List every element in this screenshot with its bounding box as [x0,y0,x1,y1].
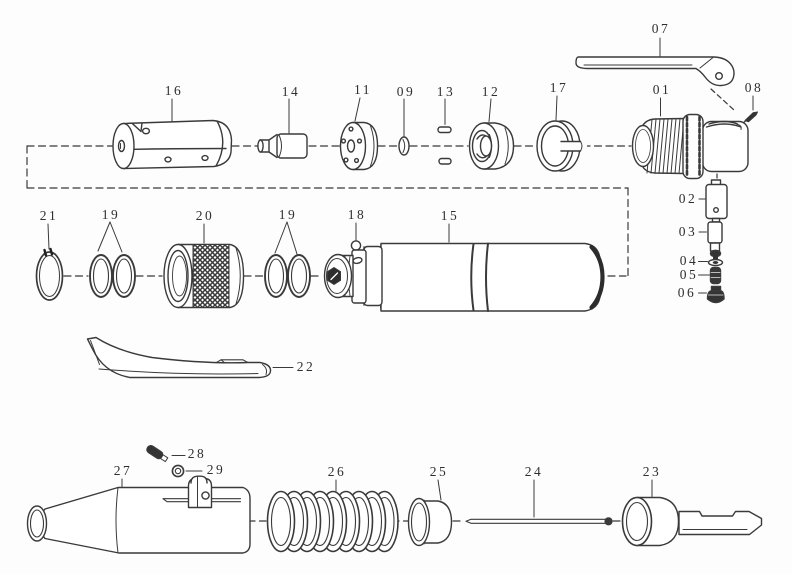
callout-19-front-label: 19 [102,207,121,222]
callout-24-label: 24 [525,464,544,479]
part-23 [621,496,763,547]
callout-19-rear-label: 19 [279,207,298,222]
callout-13-label: 13 [437,84,456,99]
callout-21-label: 21 [40,208,59,223]
callout-17-label: 17 [550,80,569,95]
lever-bracket [187,475,213,509]
callout-03-label: 03 [679,224,698,239]
callout-leader-lines [47,37,754,518]
part-03 [707,221,723,259]
callout-25-label: 25 [430,464,449,479]
part-22 [86,336,272,379]
callout-22-label: 22 [297,359,316,374]
part-04 [707,258,724,267]
part-14 [257,133,308,159]
part-09 [398,136,410,156]
callout-29-label: 29 [207,462,226,477]
part-19-front [89,254,136,298]
part-06 [706,285,725,304]
part-26 [266,490,399,553]
callout-12-label: 12 [482,84,501,99]
part-15 [323,242,605,312]
callout-04-label: 04 [680,253,699,268]
part-21 [35,247,64,301]
callout-18-label: 18 [348,207,367,222]
part-01 [631,113,749,180]
part-18 [350,240,362,251]
part-02 [705,179,728,223]
callout-15-label: 15 [441,208,460,223]
assembly-centerlines [26,88,735,522]
part-20 [163,243,245,309]
callout-14-label: 14 [282,84,301,99]
part-28 [146,444,169,463]
part-11 [339,121,379,171]
part-07 [575,56,735,87]
part-29 [171,464,185,478]
callout-06-label: 06 [678,285,697,300]
callout-23-label: 23 [643,464,662,479]
callout-09-label: 09 [397,84,416,99]
part-17 [536,120,587,172]
part-24 [465,517,613,526]
part-16 [112,119,233,170]
callout-16-label: 16 [165,83,184,98]
part-12 [468,122,515,170]
callout-11-label: 11 [354,82,372,97]
part-27 [26,475,251,554]
callout-28-label: 28 [188,446,207,461]
callout-01-label: 01 [653,82,672,97]
callout-26-label: 26 [328,464,347,479]
callout-02-label: 02 [679,191,698,206]
part-05 [709,266,722,285]
callout-05-label: 05 [680,267,699,282]
callout-08-label: 08 [745,80,764,95]
callout-27-label: 27 [114,463,133,478]
part-13 [437,126,452,165]
callout-07-label: 07 [652,21,671,36]
callout-20-label: 20 [196,208,215,223]
callout-labels: 07 08 16 14 11 09 13 12 17 01 02 03 04 0… [40,21,764,479]
part-08 [742,111,758,124]
part-19-rear [264,254,311,298]
part-25 [407,497,453,547]
